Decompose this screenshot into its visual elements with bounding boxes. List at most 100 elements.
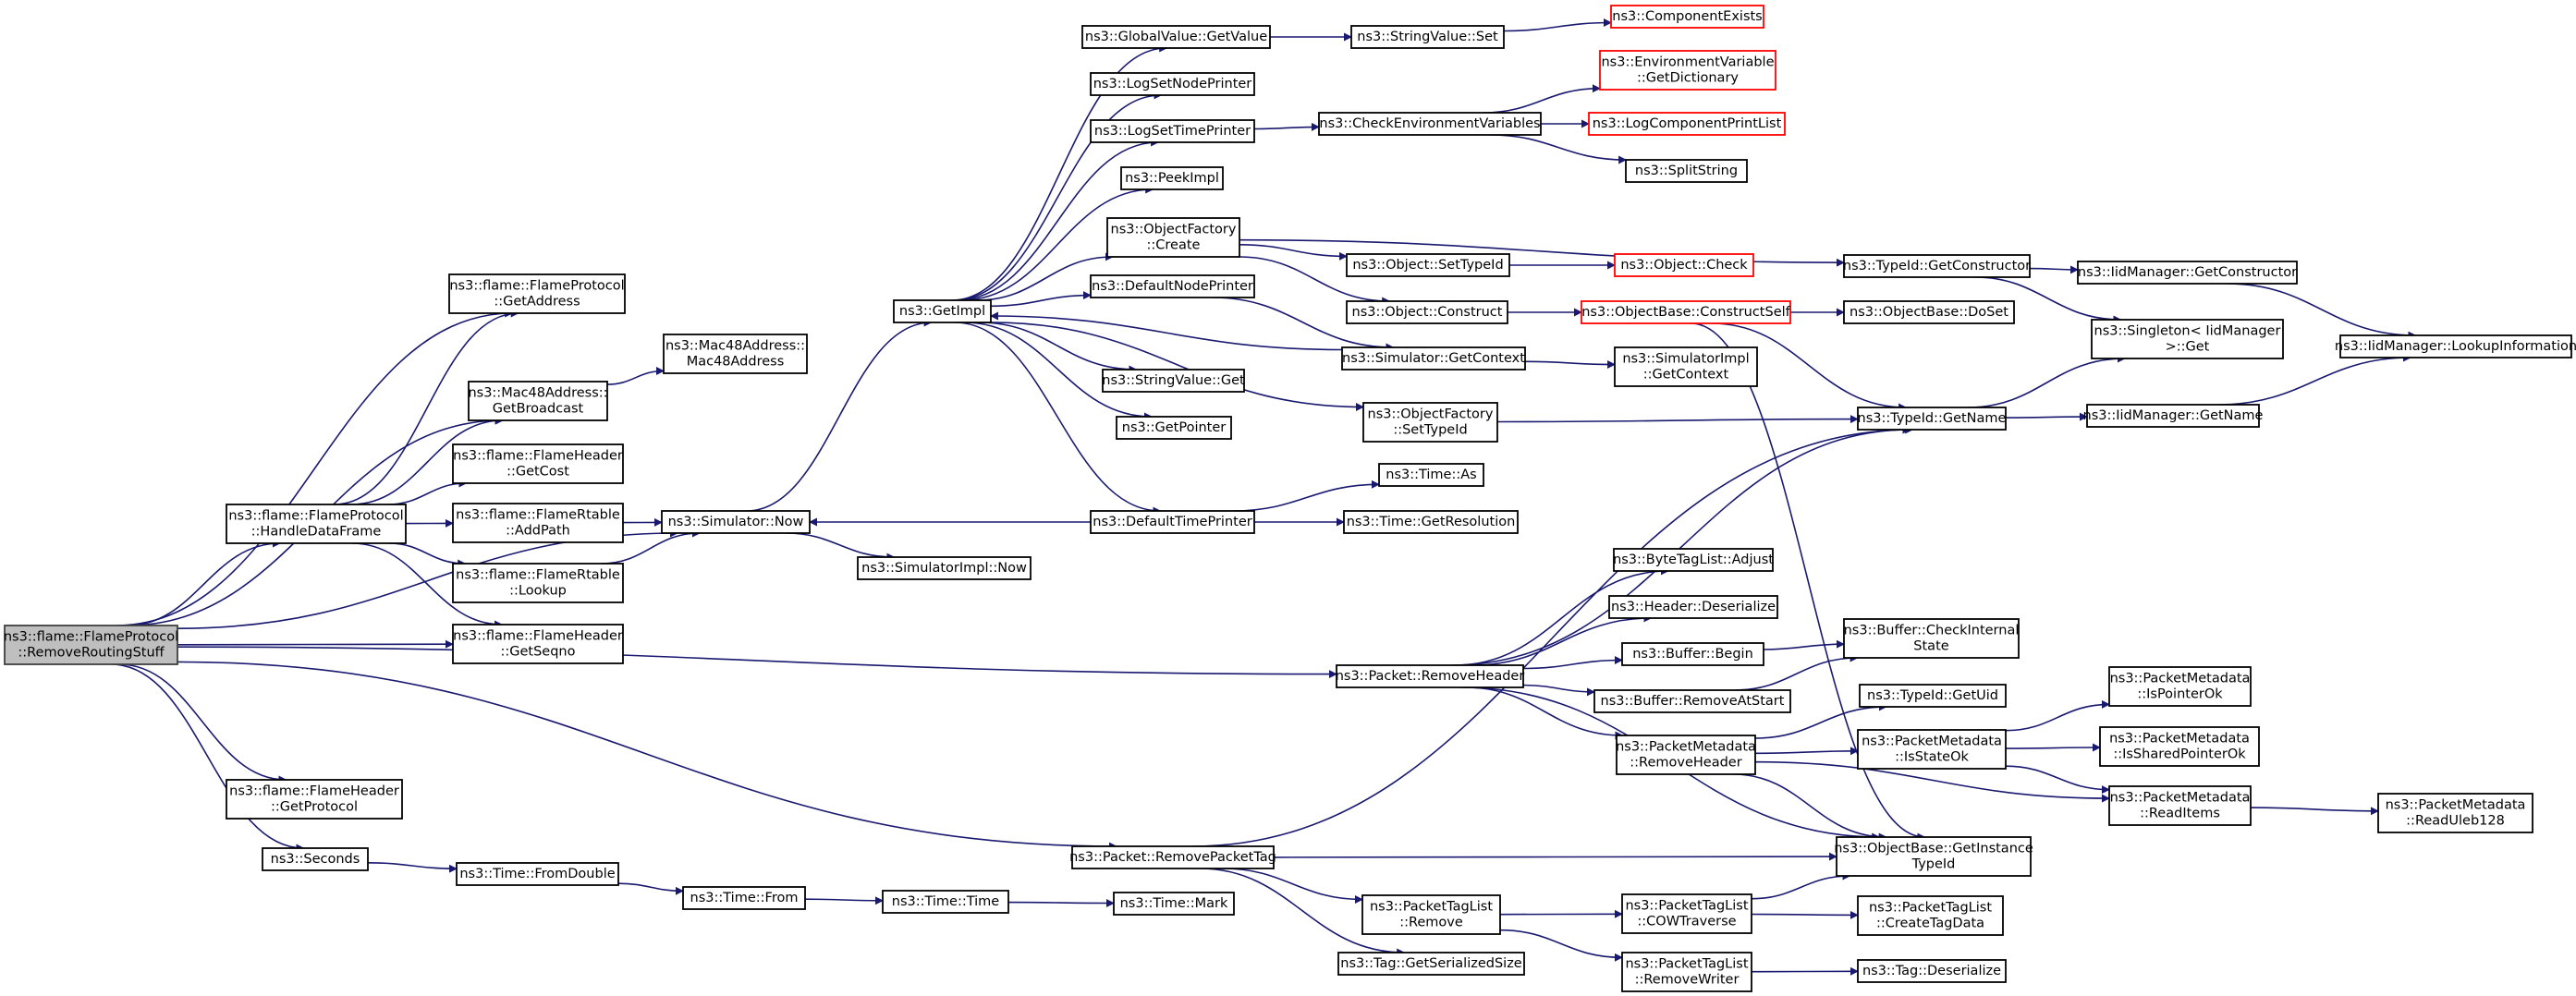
node-envGetDict[interactable]: ns3::EnvironmentVariable::GetDictionary	[1599, 50, 1776, 91]
node-label-line: ::Lookup	[509, 584, 567, 599]
node-getResolution[interactable]: ns3::Time::GetResolution	[1343, 510, 1519, 534]
node-label-line: Mac48Address	[687, 355, 785, 370]
node-getImpl[interactable]: ns3::GetImpl	[893, 299, 992, 323]
node-logSetNodePrinter[interactable]: ns3::LogSetNodePrinter	[1090, 72, 1255, 96]
node-box	[2099, 726, 2260, 767]
node-label-line: ::IsStateOk	[1895, 750, 1969, 765]
node-root[interactable]: ns3::flame::FlameProtocol::RemoveRouting…	[4, 625, 178, 665]
node-timeMark[interactable]: ns3::Time::Mark	[1113, 892, 1235, 916]
node-handleDataFrame[interactable]: ns3::flame::FlameProtocol::HandleDataFra…	[226, 504, 407, 544]
node-objCheck[interactable]: ns3::Object::Check	[1614, 253, 1754, 277]
node-simNow[interactable]: ns3::Simulator::Now	[661, 510, 811, 534]
node-pmRemoveHeader[interactable]: ns3::PacketMetadata::RemoveHeader	[1616, 735, 1756, 775]
edge-ptlRemove-to-ptlRemoveWriter	[1499, 929, 1623, 962]
node-lookupInfo[interactable]: ns3::IidManager::LookupInformation	[2335, 334, 2576, 358]
node-mac48Address[interactable]: ns3::Mac48Address::Mac48Address	[663, 334, 808, 374]
node-timeAs[interactable]: ns3::Time::As	[1378, 463, 1484, 487]
node-svSet[interactable]: ns3::StringValue::Set	[1350, 25, 1505, 49]
node-ptlRemove[interactable]: ns3::PacketTagList::Remove	[1361, 894, 1501, 935]
node-checkEnv[interactable]: ns3::CheckEnvironmentVariables	[1318, 112, 1542, 136]
node-label-line: ns3::Time::Mark	[1120, 896, 1228, 911]
node-defaultTimePrinter[interactable]: ns3::DefaultTimePrinter	[1090, 510, 1255, 534]
node-iidGetName[interactable]: ns3::IidManager::GetName	[2083, 404, 2264, 428]
node-label: ns3::IidManager::LookupInformation	[2335, 339, 2576, 354]
node-label-line: ns3::Packet::RemovePacketTag	[1069, 850, 1276, 865]
node-removePacketTag[interactable]: ns3::Packet::RemovePacketTag	[1069, 845, 1276, 869]
node-bufRemoveAtStart[interactable]: ns3::Buffer::RemoveAtStart	[1593, 689, 1791, 713]
node-ofSetTypeId[interactable]: ns3::ObjectFactory::SetTypeId	[1362, 402, 1498, 443]
node-btlAdjust[interactable]: ns3::ByteTagList::Adjust	[1613, 548, 1774, 572]
node-label-line: ns3::flame::FlameRtable	[456, 568, 620, 583]
node-label: ns3::Object::Check	[1620, 258, 1748, 273]
node-constructSelf[interactable]: ns3::ObjectBase::ConstructSelf	[1581, 300, 1791, 324]
node-pmIsSharedPointerOk[interactable]: ns3::PacketMetadata::IsSharedPointerOk	[2099, 726, 2260, 767]
node-gvGetValue[interactable]: ns3::GlobalValue::GetValue	[1081, 25, 1271, 49]
node-label: ns3::Singleton< IidManager>::Get	[2094, 324, 2281, 355]
node-label: ns3::DefaultNodePrinter	[1092, 279, 1253, 294]
node-simGetContext[interactable]: ns3::Simulator::GetContext	[1341, 346, 1526, 370]
node-simImplGetContext[interactable]: ns3::SimulatorImpl::GetContext	[1614, 346, 1758, 387]
node-peekImpl[interactable]: ns3::PeekImpl	[1120, 166, 1224, 190]
node-logSetTimePrinter[interactable]: ns3::LogSetTimePrinter	[1090, 119, 1255, 143]
node-pmReadUleb[interactable]: ns3::PacketMetadata::ReadUleb128	[2377, 793, 2533, 833]
node-tidGetConstructor[interactable]: ns3::TypeId::GetConstructor	[1843, 254, 2031, 278]
node-removeHeader[interactable]: ns3::Packet::RemoveHeader	[1336, 664, 1525, 688]
node-label-line: ns3::IidManager::GetName	[2083, 408, 2264, 423]
node-pmIsPointerOk[interactable]: ns3::PacketMetadata::IsPointerOk	[2108, 666, 2252, 707]
node-splitString[interactable]: ns3::SplitString	[1625, 159, 1748, 183]
node-bufBegin[interactable]: ns3::Buffer::Begin	[1621, 642, 1764, 666]
node-ptlRemoveWriter[interactable]: ns3::PacketTagList::RemoveWriter	[1621, 952, 1752, 992]
node-doSet[interactable]: ns3::ObjectBase::DoSet	[1843, 300, 2015, 324]
node-label: ns3::ByteTagList::Adjust	[1613, 553, 1774, 567]
node-box	[1616, 735, 1756, 775]
node-getBroadcast[interactable]: ns3::Mac48Address::GetBroadcast	[468, 381, 608, 421]
node-addPath[interactable]: ns3::flame::FlameRtable::AddPath	[452, 503, 624, 543]
node-timeTime[interactable]: ns3::Time::Time	[882, 890, 1009, 914]
node-label-line: ns3::EnvironmentVariable	[1601, 55, 1774, 70]
node-svGet[interactable]: ns3::StringValue::Get	[1102, 369, 1245, 393]
node-pmIsStateOk[interactable]: ns3::PacketMetadata::IsStateOk	[1857, 729, 2007, 770]
node-objSetTypeId[interactable]: ns3::Object::SetTypeId	[1346, 253, 1510, 277]
node-seconds[interactable]: ns3::Seconds	[262, 847, 369, 871]
node-fromDouble[interactable]: ns3::Time::FromDouble	[456, 862, 619, 886]
node-label: ns3::Tag::GetSerializedSize	[1340, 956, 1522, 971]
node-componentExists[interactable]: ns3::ComponentExists	[1610, 5, 1764, 29]
node-getPointer[interactable]: ns3::GetPointer	[1116, 416, 1232, 440]
node-logCompPrintList[interactable]: ns3::LogComponentPrintList	[1588, 112, 1786, 136]
node-label-line: ns3::Tag::Deserialize	[1862, 964, 2001, 978]
node-label: ns3::SimulatorImpl::GetContext	[1622, 352, 1749, 383]
edge-pmIsStateOk-to-pmIsSharedPointerOk	[2005, 743, 2101, 752]
node-getCost[interactable]: ns3::flame::FlameHeader::GetCost	[452, 443, 624, 484]
node-hdrDeserialize[interactable]: ns3::Header::Deserialize	[1608, 595, 1778, 619]
node-ptlCOWTraverse[interactable]: ns3::PacketTagList::COWTraverse	[1621, 893, 1752, 934]
node-getAddress[interactable]: ns3::flame::FlameProtocol::GetAddress	[448, 273, 626, 314]
node-box	[1346, 300, 1508, 324]
node-objConstruct[interactable]: ns3::Object::Construct	[1346, 300, 1508, 324]
node-tidGetUid[interactable]: ns3::TypeId::GetUid	[1859, 684, 2007, 708]
node-label-line: ns3::Time::FromDouble	[459, 867, 615, 881]
node-box	[452, 443, 624, 484]
node-label: ns3::Buffer::RemoveAtStart	[1601, 694, 1785, 709]
node-iidGetConstructor[interactable]: ns3::IidManager::GetConstructor	[2077, 261, 2298, 285]
node-box	[1621, 952, 1752, 992]
node-simImplNow[interactable]: ns3::SimulatorImpl::Now	[857, 556, 1032, 580]
node-ptlCreateTagData[interactable]: ns3::PacketTagList::CreateTagData	[1857, 895, 2004, 936]
node-pmReadItems[interactable]: ns3::PacketMetadata::ReadItems	[2108, 785, 2252, 826]
node-ofCreate[interactable]: ns3::ObjectFactory::Create	[1106, 217, 1240, 258]
node-singletonGet[interactable]: ns3::Singleton< IidManager>::Get	[2091, 319, 2284, 359]
node-tagGetSerSize[interactable]: ns3::Tag::GetSerializedSize	[1337, 952, 1525, 976]
node-tagDeserialize[interactable]: ns3::Tag::Deserialize	[1857, 959, 2007, 983]
node-timeFrom[interactable]: ns3::Time::From	[682, 886, 806, 910]
node-getSeqno[interactable]: ns3::flame::FlameHeader::GetSeqno	[452, 624, 624, 664]
node-defaultNodePrinter[interactable]: ns3::DefaultNodePrinter	[1090, 274, 1255, 298]
node-lookup[interactable]: ns3::flame::FlameRtable::Lookup	[452, 563, 624, 603]
edge-pmReadItems-to-pmReadUleb	[2250, 807, 2379, 816]
node-label-line: ns3::ObjectFactory	[1368, 407, 1494, 422]
node-getProtocol[interactable]: ns3::flame::FlameHeader::GetProtocol	[226, 779, 403, 820]
edge-tidGetName-to-iidGetName	[2005, 412, 2088, 421]
node-box	[1361, 894, 1501, 935]
node-tidGetName[interactable]: ns3::TypeId::GetName	[1857, 407, 2007, 431]
